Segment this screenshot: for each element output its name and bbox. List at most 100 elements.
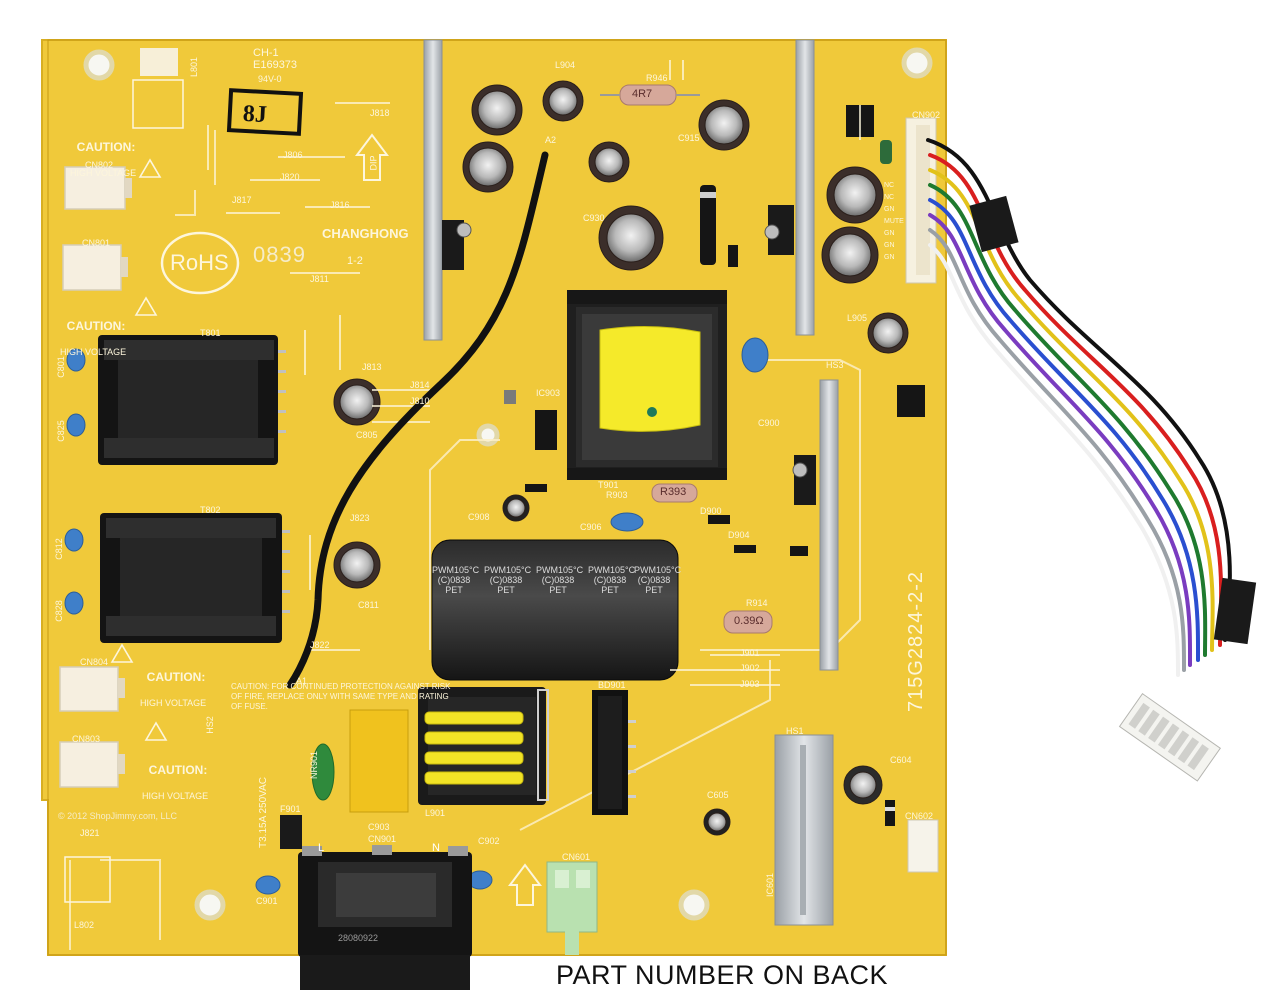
heatsink-hs1 <box>423 39 472 341</box>
ref-c902: C902 <box>478 836 500 846</box>
caution-title-4: CAUTION: <box>148 763 208 777</box>
rohs-mark: RoHS <box>170 250 229 275</box>
bulk-cap-rating-4: PWM105°C <box>588 565 636 575</box>
ref-r903: R903 <box>606 490 628 500</box>
pad-l801 <box>140 48 178 76</box>
ref-ic601: IC601 <box>765 872 776 898</box>
ref-j815: J816 <box>330 200 350 210</box>
ref-c801: C801 <box>55 356 66 378</box>
caution-subtitle-4: HIGH VOLTAGE <box>142 791 209 801</box>
diodes <box>525 140 895 826</box>
hv-triangles <box>110 158 168 741</box>
ref-j821: J821 <box>80 828 100 838</box>
ref-r946: R946 <box>646 73 668 83</box>
ref-l904: L904 <box>555 60 576 70</box>
black-jumper-wire <box>286 151 549 689</box>
heatsink-hs3 <box>792 379 839 671</box>
fuse-f901 <box>280 815 302 849</box>
bulk-cap-material-5: PET <box>645 585 663 595</box>
ul-code: CH-1 <box>253 47 279 59</box>
svg-text:8J: 8J <box>242 101 267 128</box>
hv-connectors <box>59 166 126 788</box>
bulk-cap-batch-4: (C)0838 <box>593 575 627 585</box>
ref-f901: F901 <box>280 804 301 814</box>
electrolytic-caps <box>333 80 909 836</box>
ref-bd901: BD901 <box>598 680 626 690</box>
silk-lines <box>207 60 861 686</box>
neutral-label: N <box>432 842 440 854</box>
ref-j811: J811 <box>310 274 329 284</box>
bulk-cap-material-3: PET <box>549 585 567 595</box>
pin-label: NC <box>884 182 895 189</box>
caution-title-3: CAUTION: <box>146 670 206 684</box>
fuse-warning: CAUTION: FOR CONTINUED PROTECTION AGAINS… <box>231 682 451 711</box>
pin-label: NC <box>884 194 895 201</box>
ac-inlet-cn901 <box>298 845 472 990</box>
bulk-cap-rating-2: PWM105°C <box>484 565 532 575</box>
ref-a2: A2 <box>545 135 557 145</box>
ref-j819: J820 <box>280 172 300 182</box>
pad-l802 <box>64 856 111 903</box>
x-capacitor <box>349 709 409 813</box>
handwritten-box <box>226 88 304 136</box>
ref-j810: J810 <box>410 396 430 406</box>
model-number: 715G2824-2-2 <box>905 571 927 712</box>
ref-t802: T802 <box>200 505 221 515</box>
ref-l802: L802 <box>74 920 95 930</box>
main-transformer-t901 <box>567 290 727 480</box>
caution-title-2: CAUTION: <box>66 319 126 333</box>
ref-j814: J814 <box>410 380 430 390</box>
date-code: 0839 <box>253 242 306 267</box>
bulk-cap-batch-5: (C)0838 <box>637 575 671 585</box>
bulk-cap-material-1: PET <box>445 585 463 595</box>
pin-label: GN <box>884 254 895 261</box>
bulk-cap-batch-2: (C)0838 <box>489 575 523 585</box>
fuse-rating: T3.15A 250VAC <box>258 777 269 848</box>
ref-j902: J902 <box>740 663 760 673</box>
flammability: 94V-0 <box>258 74 282 84</box>
ref-hs2: HS2 <box>204 716 215 734</box>
bulk-capacitor <box>431 539 679 681</box>
ref-hs3: HS3 <box>826 360 844 370</box>
bulk-cap-material-2: PET <box>497 585 515 595</box>
caution-subtitle-3: HIGH VOLTAGE <box>140 698 207 708</box>
ref-cn804: CN804 <box>80 657 109 667</box>
bulk-cap-print-1: PWM105°C (C)0838 PET <box>432 565 480 595</box>
manufacturer: CHANGHONG <box>322 226 409 241</box>
ref-j823: J823 <box>350 513 370 523</box>
line-label: L <box>318 842 325 854</box>
ref-l901: L901 <box>425 808 446 818</box>
ref-j822: J822 <box>310 640 330 650</box>
ref-c900: C900 <box>758 418 780 428</box>
bulk-cap-print-2: PWM105°C (C)0838 PET <box>484 565 532 595</box>
ref-j901: J901 <box>740 648 760 658</box>
ref-c908: C908 <box>468 512 490 522</box>
ref-c825: C825 <box>55 420 66 442</box>
bulk-cap-rating-1: PWM105°C <box>432 565 480 575</box>
bulk-cap-print-4: PWM105°C (C)0838 PET <box>588 565 636 595</box>
bulk-cap-batch-1: (C)0838 <box>437 575 471 585</box>
resistor-code-r903: R393 <box>660 486 687 498</box>
caution-label-4: CAUTION: HIGH VOLTAGE <box>142 751 208 816</box>
part-number-caption: PART NUMBER ON BACK <box>556 960 889 990</box>
dip-arrow-top <box>355 133 389 181</box>
ul-file: E169373 <box>253 59 298 71</box>
ref-ic903: IC903 <box>536 388 561 398</box>
pin-label: GN <box>884 230 895 237</box>
bulk-cap-print-3: PWM105°C (C)0838 PET <box>536 565 583 595</box>
ref-cn902: CN902 <box>912 110 941 120</box>
connector-cn601 <box>546 861 598 955</box>
ref-j903: J903 <box>740 679 760 689</box>
ref-cn901: CN901 <box>368 834 397 844</box>
connector-cn602 <box>907 819 939 873</box>
pcb-edge-shade <box>47 39 947 956</box>
rohs-oval <box>160 231 240 295</box>
ref-r914: R914 <box>746 598 768 608</box>
version: 1-2 <box>347 255 363 267</box>
common-mode-choke-l901 <box>418 687 549 805</box>
ref-d904: D904 <box>728 530 750 540</box>
caution-subtitle-1: HIGH VOLTAGE <box>70 168 137 178</box>
ref-j820: J806 <box>283 150 303 160</box>
